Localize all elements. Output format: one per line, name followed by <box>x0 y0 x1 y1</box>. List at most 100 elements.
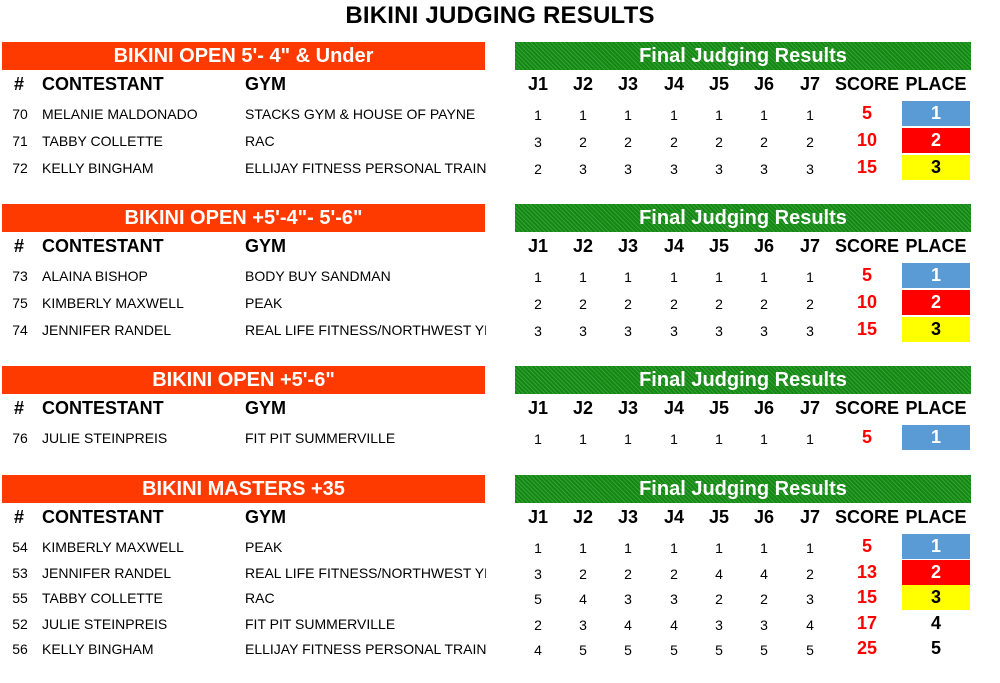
col-header-judge: J1 <box>527 74 549 94</box>
col-header-judge: J5 <box>708 398 730 418</box>
judge-score: 1 <box>670 107 678 123</box>
gym-name: ELLIJAY FITNESS PERSONAL TRAINER <box>245 160 486 176</box>
judge-score: 2 <box>670 134 678 150</box>
col-header-judge: J7 <box>799 236 821 256</box>
col-header-place: PLACE <box>905 398 967 418</box>
col-header-contestant: CONTESTANT <box>42 398 164 418</box>
col-header-judge: J4 <box>663 236 685 256</box>
judge-score: 2 <box>534 161 542 177</box>
judge-score: 3 <box>534 323 542 339</box>
judge-score: 1 <box>624 107 632 123</box>
judge-score: 2 <box>760 591 768 607</box>
judge-score: 1 <box>670 540 678 556</box>
col-header-judge: J7 <box>799 74 821 94</box>
place-badge: 4 <box>930 612 941 633</box>
contestant-number: 71 <box>12 133 28 149</box>
col-header-contestant: CONTESTANT <box>42 507 164 527</box>
col-header-judge: J6 <box>753 507 775 527</box>
col-header-contestant: CONTESTANT <box>42 74 164 94</box>
col-header-judge: J4 <box>663 398 685 418</box>
judge-score: 1 <box>670 431 678 447</box>
col-header-judge: J2 <box>572 398 594 418</box>
final-results-header: Final Judging Results <box>515 366 971 394</box>
col-header-judge: J7 <box>799 507 821 527</box>
contestant-name: TABBY COLLETTE <box>42 590 163 606</box>
judge-score: 1 <box>806 107 814 123</box>
contestant-number: 55 <box>12 590 28 606</box>
col-header-judge: J1 <box>527 236 549 256</box>
col-header-judge: J3 <box>617 236 639 256</box>
final-results-header: Final Judging Results <box>515 475 971 503</box>
col-header-judge: J3 <box>617 74 639 94</box>
category-header: BIKINI MASTERS +35 <box>2 475 485 503</box>
judge-score: 1 <box>579 107 587 123</box>
col-header-judge: J3 <box>617 398 639 418</box>
contestant-name: MELANIE MALDONADO <box>42 106 198 122</box>
col-header-num: # <box>14 236 25 256</box>
col-header-judge: J2 <box>572 74 594 94</box>
final-results-header: Final Judging Results <box>515 42 971 70</box>
col-header-num: # <box>14 74 25 94</box>
total-score: 5 <box>861 103 872 123</box>
contestant-number: 53 <box>12 564 28 581</box>
judge-score: 1 <box>534 431 542 447</box>
results-section: BIKINI OPEN +5'-6"Final Judging Results#… <box>0 366 1000 566</box>
col-header-score: SCORE <box>834 236 899 256</box>
place-badge: 2 <box>902 128 970 153</box>
category-header: BIKINI OPEN +5'-4"- 5'-6" <box>2 204 485 232</box>
contestant-name: JENNIFER RANDEL <box>42 322 172 338</box>
judge-score: 2 <box>715 296 723 312</box>
contestant-number: 52 <box>12 615 28 632</box>
col-header-score: SCORE <box>834 74 899 94</box>
judge-score: 2 <box>806 565 814 582</box>
judge-score: 5 <box>760 642 768 658</box>
judge-score: 1 <box>715 269 723 285</box>
judge-score: 3 <box>806 323 814 339</box>
contestant-number: 56 <box>12 641 28 657</box>
col-header-num: # <box>14 507 25 527</box>
col-header-judge: J5 <box>708 74 730 94</box>
judge-score: 1 <box>715 107 723 123</box>
judge-score: 1 <box>534 107 542 123</box>
judge-score: 3 <box>806 591 814 607</box>
contestant-name: KIMBERLY MAXWELL <box>42 295 184 311</box>
judge-score: 4 <box>760 565 768 582</box>
judge-score: 1 <box>760 269 768 285</box>
gym-name: REAL LIFE FITNESS/NORTHWEST YMCA <box>245 322 486 338</box>
col-header-judge: J3 <box>617 507 639 527</box>
place-badge: 3 <box>902 317 970 342</box>
contestant-number: 70 <box>12 106 28 122</box>
judge-score: 4 <box>624 616 632 633</box>
total-score: 17 <box>856 612 878 633</box>
col-header-judge: J1 <box>527 507 549 527</box>
judge-score: 1 <box>579 540 587 556</box>
judge-score: 3 <box>579 323 587 339</box>
total-score: 5 <box>861 536 872 556</box>
col-header-judge: J6 <box>753 74 775 94</box>
judge-score: 2 <box>624 296 632 312</box>
col-header-judge: J7 <box>799 398 821 418</box>
col-header-judge: J2 <box>572 507 594 527</box>
gym-name: RAC <box>245 133 275 149</box>
judge-score: 4 <box>806 616 814 633</box>
col-header-judge: J4 <box>663 74 685 94</box>
col-header-place: PLACE <box>905 74 967 94</box>
gym-name: RAC <box>245 590 275 606</box>
judge-score: 1 <box>579 431 587 447</box>
judge-score: 3 <box>715 161 723 177</box>
contestant-name: ALAINA BISHOP <box>42 268 148 284</box>
col-header-gym: GYM <box>245 74 287 94</box>
contestant-name: TABBY COLLETTE <box>42 133 163 149</box>
judge-score: 1 <box>670 269 678 285</box>
judge-score: 2 <box>715 591 723 607</box>
total-score: 15 <box>856 319 878 339</box>
judge-score: 2 <box>579 134 587 150</box>
judge-score: 5 <box>670 642 678 658</box>
judge-score: 5 <box>715 642 723 658</box>
